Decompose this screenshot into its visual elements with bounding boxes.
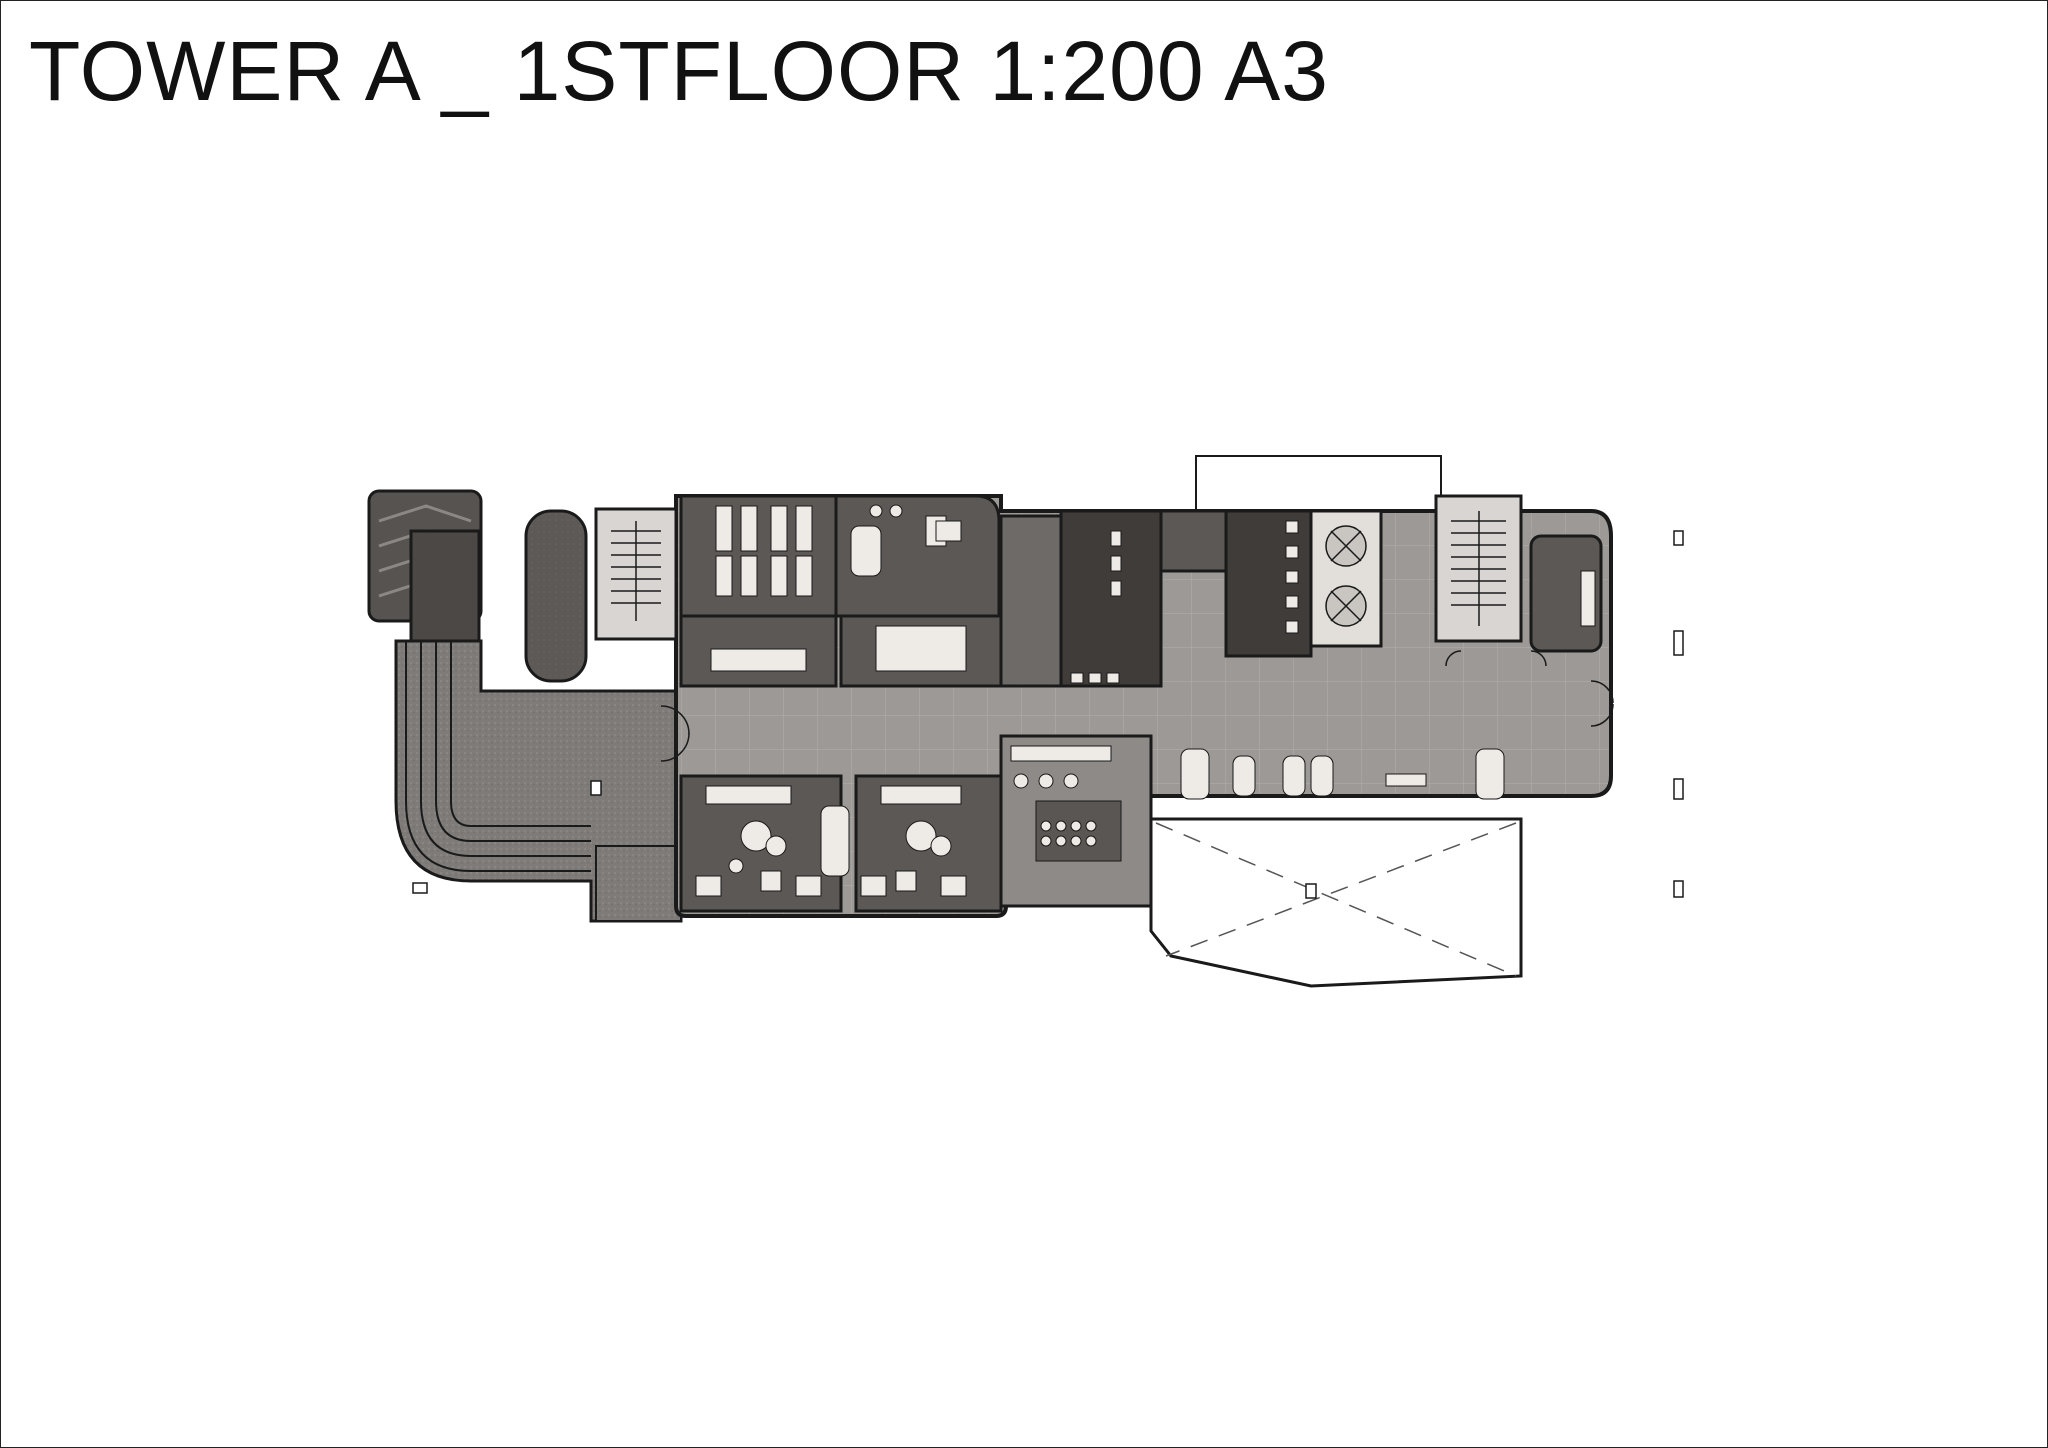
- column-marker-icon: [1673, 880, 1684, 898]
- door-swing-icon: [660, 650, 1614, 762]
- column-marker-icon: [1673, 530, 1684, 546]
- meeting-table-south: [1035, 800, 1122, 862]
- toilet-stalls-west: [1070, 530, 1122, 684]
- logo-display: [820, 805, 850, 877]
- pantry-corridor: [999, 514, 1063, 688]
- stair-icon: [1451, 511, 1506, 626]
- steps-line-1: [405, 641, 591, 872]
- column-markers: [412, 530, 1684, 899]
- workstations: [715, 505, 813, 597]
- planter-west: [524, 509, 588, 683]
- meeting-chairs: [1010, 745, 1112, 847]
- roof-overhang: [1195, 455, 1442, 512]
- lift-shaft-box: [409, 529, 481, 643]
- steps-line-4: [450, 641, 591, 827]
- lobby-furniture: [1180, 748, 1505, 800]
- plaza-outline: [1149, 817, 1523, 988]
- toilet-west: [1059, 509, 1163, 688]
- east-counter: [1580, 570, 1596, 627]
- column-marker-icon: [590, 780, 602, 796]
- meeting-table-north: [875, 625, 967, 672]
- sheet-title: TOWER A _ 1STFLOOR 1:200 A3: [29, 24, 1330, 118]
- column-marker-icon: [1673, 778, 1684, 800]
- column-marker-icon: [412, 882, 428, 894]
- reception-room: [679, 614, 838, 688]
- steps-line-3: [435, 641, 591, 842]
- stair-icon: [611, 521, 661, 621]
- terrace-lower-strip: [595, 845, 682, 922]
- lounge-furniture-east: [860, 785, 967, 897]
- manager-furniture: [850, 504, 962, 577]
- column-marker-icon: [1673, 630, 1684, 656]
- west-terrace: [367, 489, 683, 923]
- lounge-furniture-west: [695, 785, 822, 897]
- service-room: [1159, 509, 1228, 573]
- toilet-stalls-east: [1285, 520, 1299, 634]
- open-office-room: [679, 494, 838, 618]
- steps-line-2: [420, 641, 591, 857]
- column-marker-icon: [1305, 883, 1317, 899]
- south-plaza: [1149, 817, 1523, 988]
- main-building: [594, 455, 1613, 918]
- reception-desk: [710, 648, 807, 672]
- skylight-diagonals: [1155, 822, 1517, 977]
- elevator-icon: [1325, 525, 1367, 627]
